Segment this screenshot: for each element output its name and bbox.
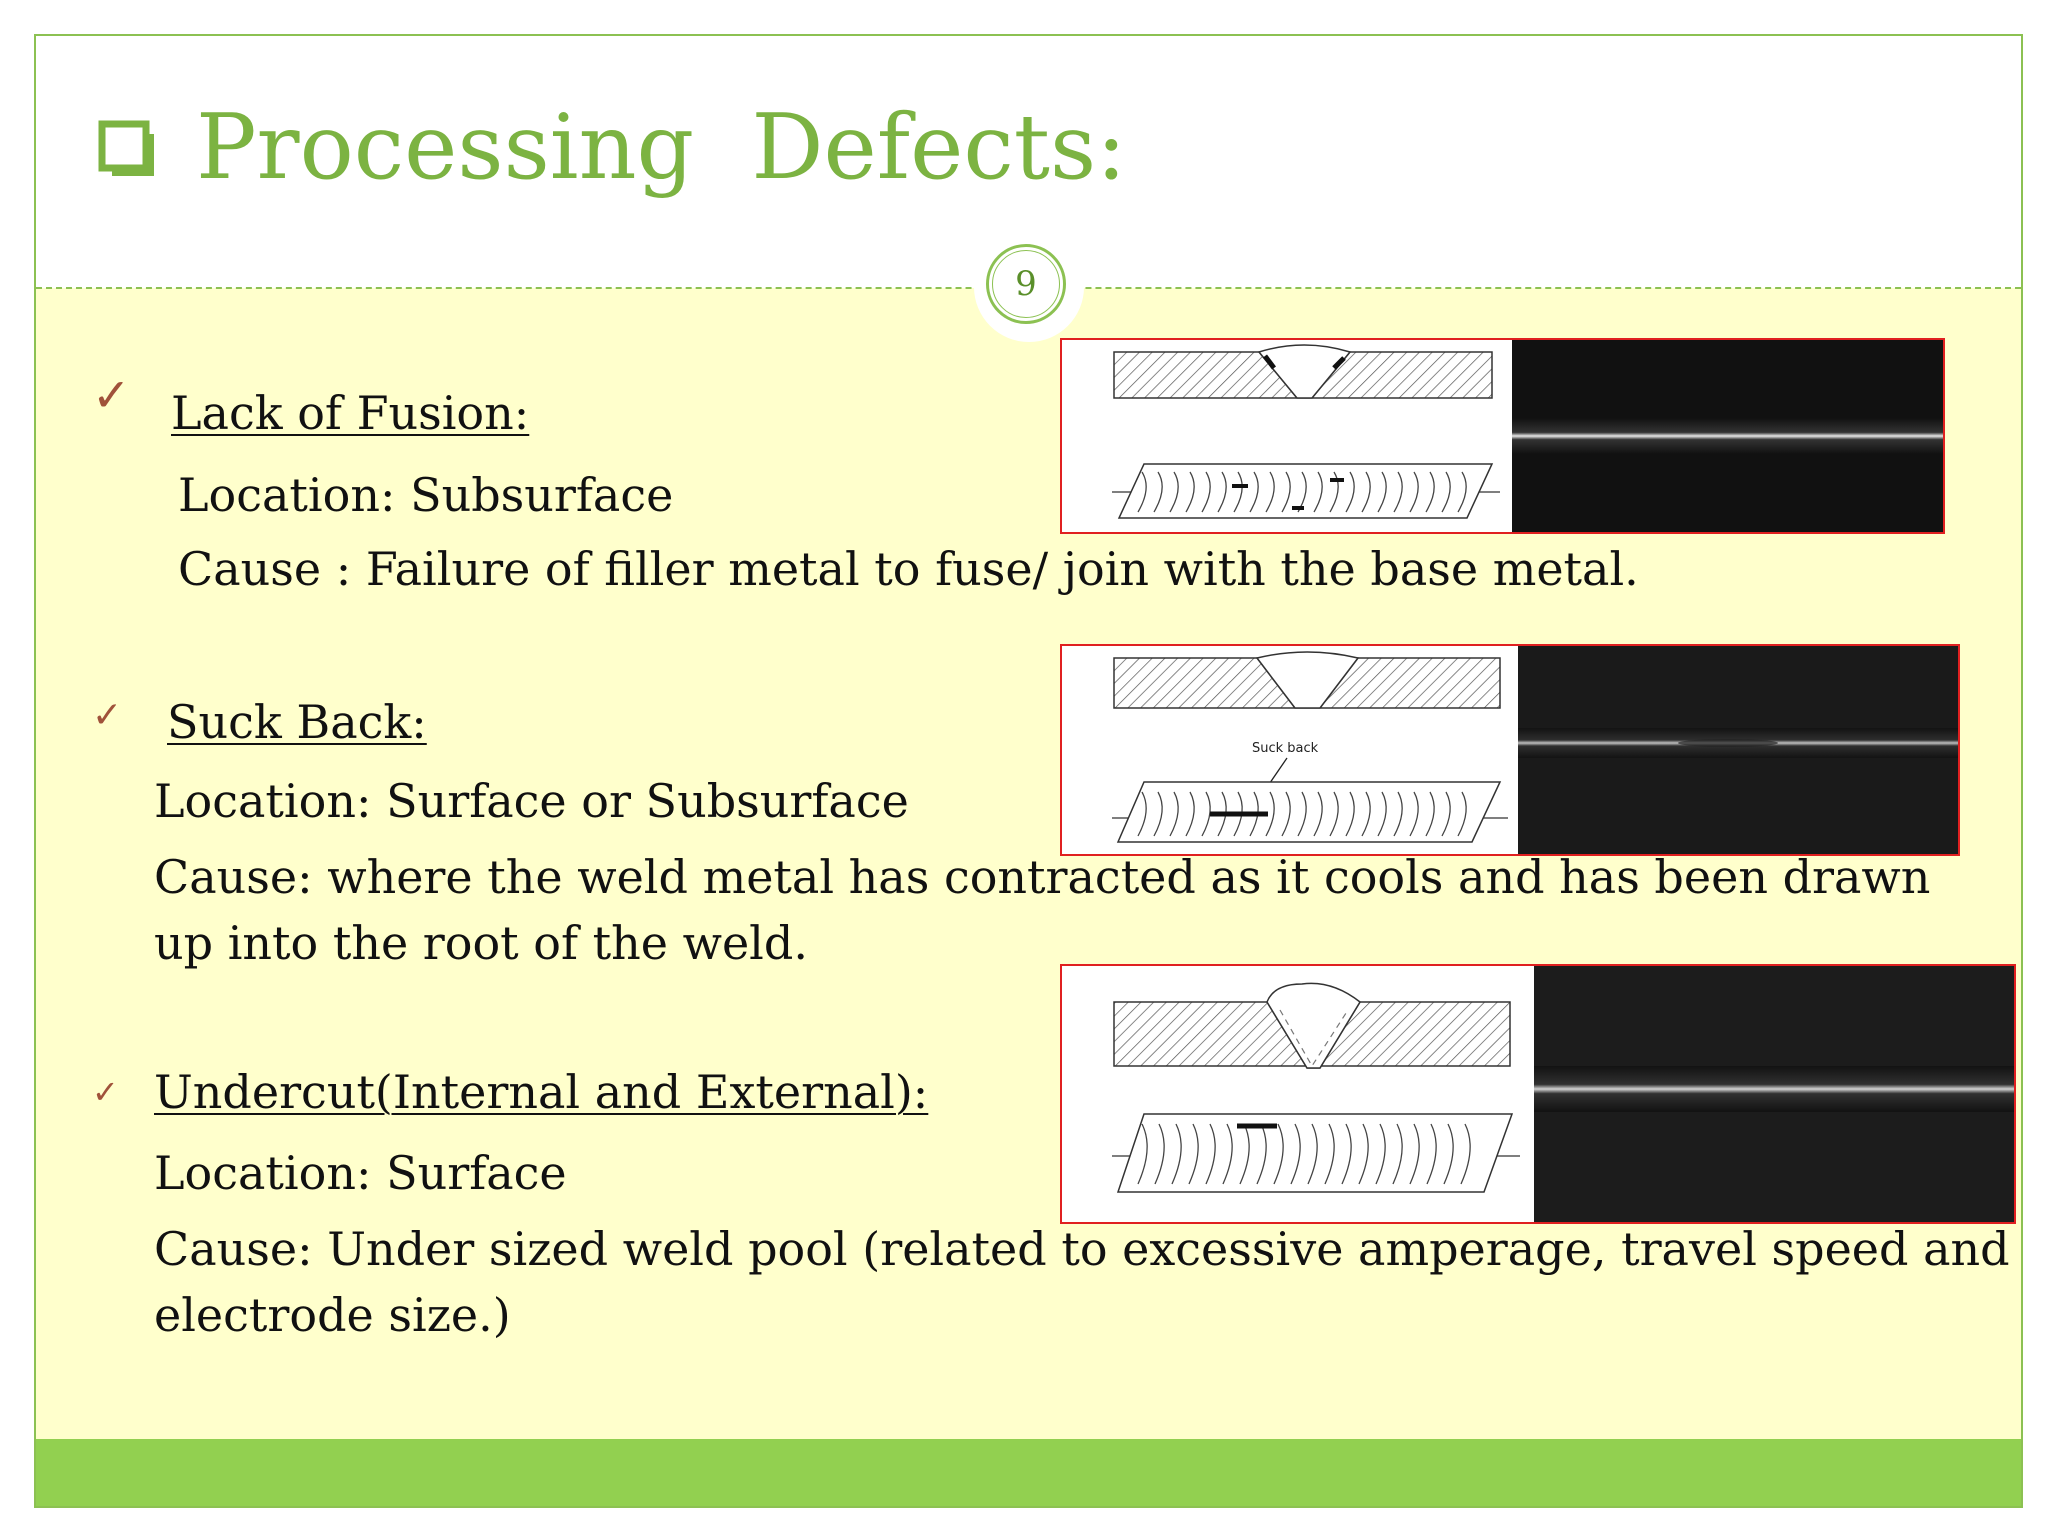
footer-bar [36,1439,2021,1506]
defect-heading-suck-back: Suck Back: [167,695,427,749]
radiograph-image [1512,340,1943,532]
defect-cause-suck-back: Cause: where the weld metal has contract… [154,850,1931,970]
slide-title: Processing Defects: [196,95,1127,200]
page-number: 9 [1015,264,1037,304]
defect-heading-lack-of-fusion: Lack of Fusion: [171,386,530,440]
defect-cause-lack-of-fusion: Cause : Failure of filler metal to fuse/… [178,542,1639,596]
defect-cause-undercut: Cause: Under sized weld pool (related to… [154,1222,2010,1342]
defect-heading-undercut: Undercut(Internal and External): [154,1065,929,1119]
defect-location-lack-of-fusion: Location: Subsurface [178,468,674,522]
checkmark-icon: ✓ [92,368,131,422]
weld-diagram [1112,344,1500,519]
page-number-badge: 9 [974,232,1084,342]
suck-back-label: Suck back [1252,741,1319,756]
checkmark-icon: ✓ [92,1073,119,1111]
checkmark-icon: ✓ [92,695,123,736]
weld-diagram: Suck back [1112,651,1508,843]
slide: Processing Defects: 9 ✓ Lack of Fusion: … [34,34,2023,1508]
radiograph-image [1518,646,1958,854]
weld-diagram [1112,982,1520,1193]
figure-suck-back: Suck back [1060,644,1960,856]
figure-lack-of-fusion [1060,338,1945,534]
radiograph-image [1534,966,2014,1222]
defect-location-suck-back: Location: Surface or Subsurface [154,774,909,828]
hollow-square-icon [98,120,154,176]
defect-location-undercut: Location: Surface [154,1146,567,1200]
figure-undercut [1060,964,2016,1224]
